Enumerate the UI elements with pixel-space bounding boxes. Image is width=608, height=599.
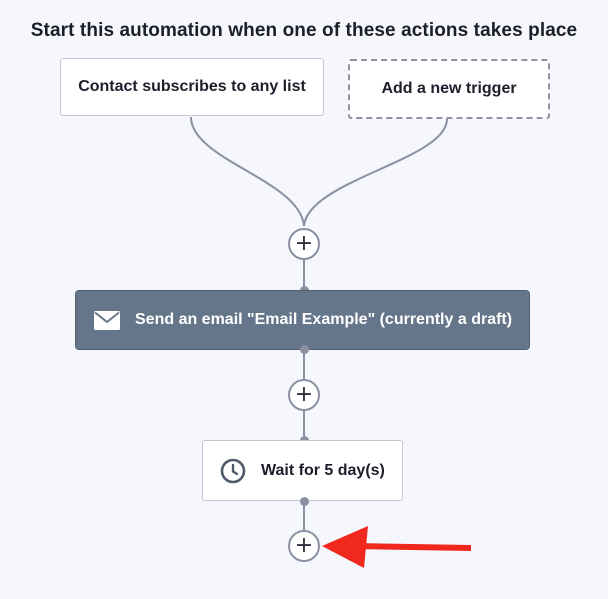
trigger-contact-subscribes[interactable]: Contact subscribes to any list bbox=[60, 58, 324, 116]
trigger-label: Add a new trigger bbox=[381, 80, 517, 97]
connector-dot bbox=[300, 497, 309, 506]
connector-trigger-2 bbox=[303, 118, 448, 227]
wait-label: Wait for 5 day(s) bbox=[261, 461, 385, 479]
wait-step[interactable]: Wait for 5 day(s) bbox=[202, 440, 403, 501]
arrow-shaft bbox=[352, 543, 472, 551]
add-step-button-2[interactable]: + bbox=[288, 379, 320, 411]
clock-icon bbox=[220, 458, 246, 484]
trigger-label: Contact subscribes to any list bbox=[78, 78, 306, 95]
annotation-arrow bbox=[322, 526, 472, 568]
send-email-step[interactable]: Send an email "Email Example" (currently… bbox=[75, 290, 530, 350]
connector-dot bbox=[300, 345, 309, 354]
arrow-head bbox=[322, 526, 368, 568]
send-email-label: Send an email "Email Example" (currently… bbox=[135, 311, 513, 328]
page-title: Start this automation when one of these … bbox=[30, 20, 578, 41]
connector-trigger-1 bbox=[190, 116, 305, 227]
add-step-button-3[interactable]: + bbox=[288, 530, 320, 562]
add-new-trigger-button[interactable]: Add a new trigger bbox=[348, 59, 550, 119]
envelope-icon bbox=[94, 310, 120, 330]
add-step-button-1[interactable]: + bbox=[288, 228, 320, 260]
